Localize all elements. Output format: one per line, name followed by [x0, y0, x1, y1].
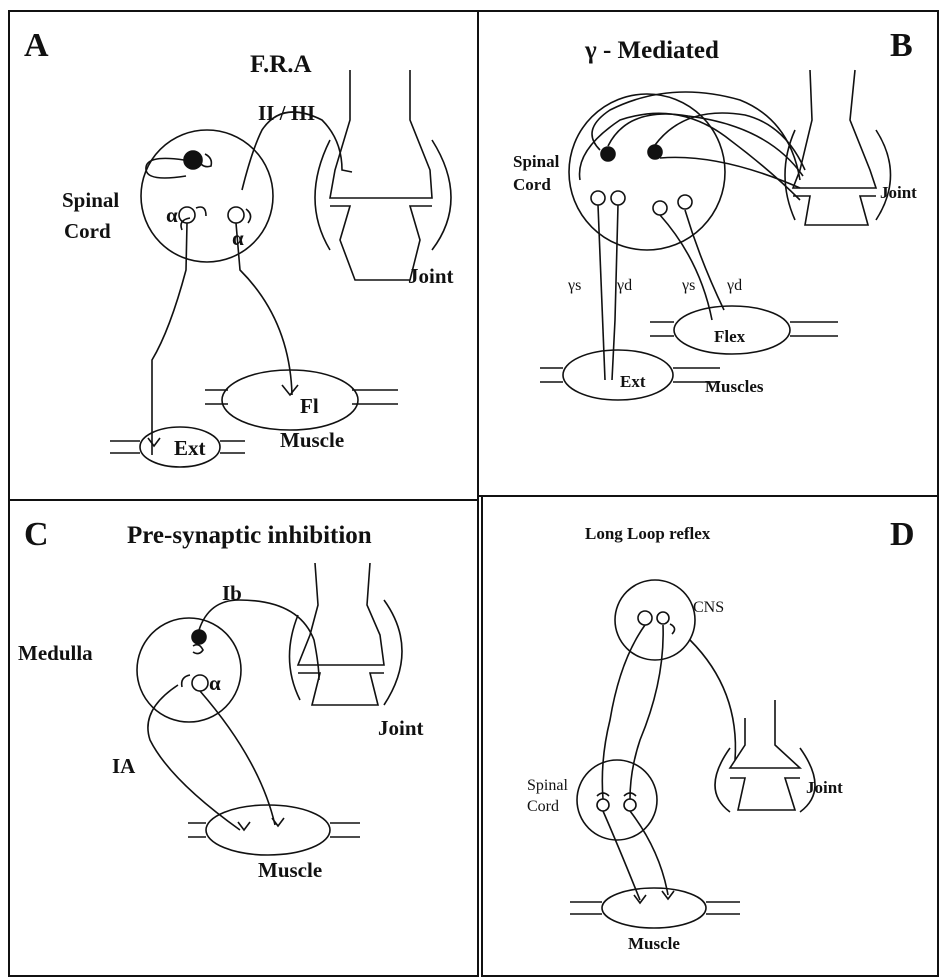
- interneuron-black-c: [192, 630, 206, 644]
- endplate-fl: [282, 385, 298, 395]
- flexor-muscle: [222, 370, 358, 430]
- panel-b-drawing: γ - Mediated B Spinal Cord Joint: [513, 27, 917, 400]
- muscle-label-d: Muscle: [628, 934, 680, 953]
- synapse-a4: [246, 209, 251, 223]
- cord-label: Cord: [64, 219, 111, 243]
- joint-label-b: Joint: [880, 183, 917, 202]
- gamma-s-1: γs: [567, 277, 581, 294]
- cns-circle: [615, 580, 695, 660]
- gamma-d-2: γd: [726, 277, 742, 294]
- panel-a-drawing: A F.R.A II / III Spinal Cord α α Joi: [24, 27, 454, 467]
- flexor-label-b: Flex: [714, 327, 746, 346]
- panel-d-title: Long Loop reflex: [585, 524, 711, 543]
- afferent-ib: [199, 600, 319, 680]
- panel-c-title: Pre-synaptic inhibition: [127, 522, 372, 549]
- muscle-label-c: Muscle: [258, 858, 322, 882]
- spinal-label: Spinal: [62, 188, 119, 212]
- spinal-cord-circle-d: [577, 760, 657, 840]
- spinal-label-b: Spinal: [513, 152, 560, 171]
- panel-d-drawing: Long Loop reflex D CNS Spinal Cord: [527, 516, 915, 953]
- panel-c-letter: C: [24, 516, 49, 553]
- gamma-d-1: γd: [616, 277, 632, 294]
- alpha-label-c: α: [209, 671, 221, 695]
- muscle-c: [206, 805, 330, 855]
- alpha-motoneuron-c: [192, 675, 208, 691]
- interneuron-black-b2: [648, 145, 662, 159]
- joint-label-d: Joint: [806, 778, 843, 797]
- fiber-ia-label: IA: [112, 754, 136, 778]
- cord-label-b: Cord: [513, 175, 551, 194]
- alpha-label-left: α: [166, 203, 178, 227]
- alpha-motoneuron-flex: [228, 207, 244, 223]
- joint-upper-left: [330, 70, 380, 198]
- spinal-label-d: Spinal: [527, 777, 568, 794]
- panel-d-letter: D: [890, 516, 915, 553]
- muscles-label-b: Muscles: [705, 377, 764, 396]
- cns-label: CNS: [693, 599, 724, 616]
- interneuron-black-b1: [601, 147, 615, 161]
- interneuron-axon: [146, 158, 186, 178]
- flexor-label-a: Fl: [300, 394, 319, 418]
- panel-a-letter: A: [24, 27, 49, 64]
- gamma-s-2: γs: [681, 277, 695, 294]
- flex-efferent: [236, 223, 292, 395]
- extensor-label-b: Ext: [620, 372, 646, 391]
- extensor-label-a: Ext: [174, 436, 206, 460]
- medulla-circle: [137, 618, 241, 722]
- muscle-d: [602, 888, 706, 928]
- interneuron-black: [184, 151, 202, 169]
- muscle-label-a: Muscle: [280, 428, 344, 452]
- panel-a-title: F.R.A: [250, 51, 312, 78]
- joint-upper-right: [380, 70, 432, 198]
- medulla-label: Medulla: [18, 641, 93, 665]
- cord-label-d: Cord: [527, 798, 559, 815]
- joint-label-c: Joint: [378, 716, 424, 740]
- panel-b-title: γ - Mediated: [584, 37, 719, 64]
- alpha-motoneuron-ext: [179, 207, 195, 223]
- joint-lower-left: [330, 206, 385, 280]
- extensor-muscle-b: [563, 350, 673, 400]
- panel-b-letter: B: [890, 27, 913, 64]
- panel-c-drawing: C Pre-synaptic inhibition Ib Medulla α J…: [18, 516, 424, 882]
- synapse-a2: [196, 207, 206, 216]
- joint-capsule-left: [315, 140, 330, 250]
- joint-label-a: Joint: [408, 264, 454, 288]
- joint-capsule-right: [432, 140, 451, 250]
- endplate-ext: [148, 438, 160, 446]
